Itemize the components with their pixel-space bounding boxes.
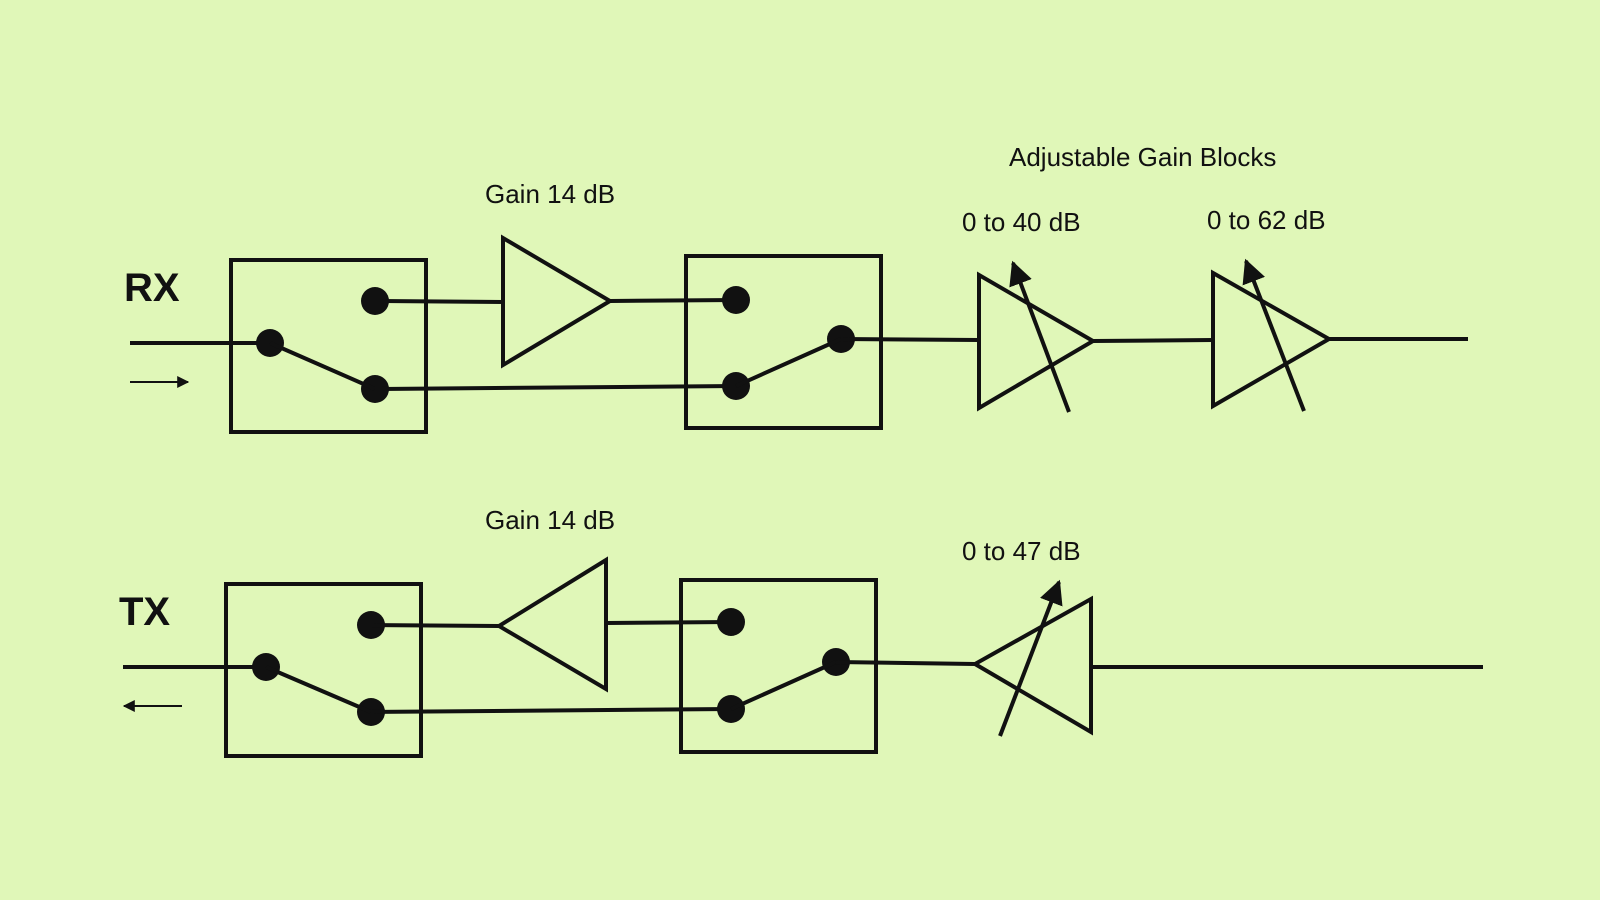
rx-label: RX bbox=[124, 266, 180, 310]
tx-fixed-gain-label: Gain 14 dB bbox=[485, 505, 616, 535]
rx-switch-2 bbox=[684, 254, 883, 430]
tx-fixed-amplifier-icon bbox=[495, 556, 608, 693]
tx-label: TX bbox=[119, 590, 171, 634]
tx-wire-sw2-to-adj bbox=[835, 660, 976, 666]
rx-wire-amp-to-sw2 bbox=[609, 298, 737, 303]
rx-variable-amplifier-2-icon bbox=[1211, 258, 1334, 412]
tx-switch-2 bbox=[679, 578, 878, 754]
rx-wire-sw2-to-adj1 bbox=[840, 337, 980, 342]
tx-variable-amplifier-icon bbox=[970, 579, 1093, 737]
adjustable-gain-blocks-heading: Adjustable Gain Blocks bbox=[1009, 142, 1277, 172]
tx-adj-range-label: 0 to 47 dB bbox=[962, 536, 1081, 566]
rx-fixed-gain-label: Gain 14 dB bbox=[485, 179, 616, 209]
rx-wire-sw1-to-amp bbox=[374, 299, 504, 304]
tx-bypass-line bbox=[370, 707, 732, 714]
tx-wire-amp-to-sw2 bbox=[605, 620, 732, 625]
rx-adj1-range-label: 0 to 40 dB bbox=[962, 207, 1081, 237]
rx-bypass-line bbox=[374, 384, 737, 391]
rx-chain bbox=[130, 234, 1468, 434]
rx-switch-1 bbox=[229, 258, 428, 434]
rx-adj2-range-label: 0 to 62 dB bbox=[1207, 205, 1326, 235]
rx-fixed-amplifier-icon bbox=[501, 234, 614, 369]
rx-wire-adj1-to-adj2 bbox=[1092, 338, 1214, 343]
tx-switch-1 bbox=[224, 582, 423, 758]
tx-chain bbox=[122, 556, 1483, 758]
tx-wire-sw1-to-amp bbox=[370, 623, 500, 628]
rx-variable-amplifier-1-icon bbox=[977, 260, 1097, 413]
